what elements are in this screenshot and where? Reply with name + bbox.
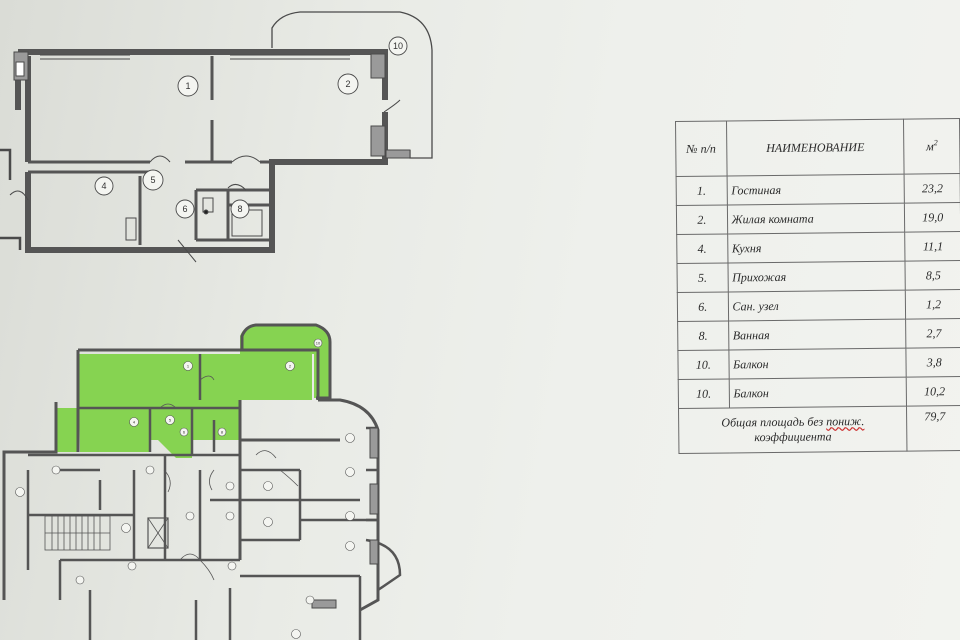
lower-label-6: 6 [183, 430, 186, 435]
outer-walls [15, 49, 388, 253]
row-number: 1. [676, 175, 727, 206]
wall-block [385, 149, 411, 159]
wall-block [369, 539, 379, 565]
row-number: 2. [676, 204, 728, 235]
row-area: 1,2 [905, 289, 960, 320]
lower-door-swings [159, 375, 299, 581]
elevator-shaft [147, 517, 169, 549]
room-markers [94, 36, 408, 219]
lower-interior-walls [26, 354, 378, 640]
row-name: Сан. узел [727, 290, 906, 321]
toilet-fixture [203, 209, 209, 215]
row-area: 10,2 [906, 376, 960, 407]
interior-walls [28, 56, 272, 245]
wall-block [369, 483, 379, 515]
table-total-row: Общая площадь без пониж.коэффициента 79,… [678, 405, 960, 454]
lower-label-8: 8 [221, 430, 224, 435]
row-name: Кухня [727, 232, 906, 263]
header-area-unit: м2 [903, 118, 960, 175]
table-row: 4. Кухня 11,1 [676, 231, 960, 264]
total-label-text-underlined: пониж. [826, 414, 865, 429]
row-number: 10. [677, 349, 729, 380]
apartment-plan-upper [0, 11, 433, 263]
row-name: Жилая комната [726, 203, 906, 234]
wall-block [370, 125, 386, 157]
row-area: 23,2 [904, 173, 960, 204]
window-marks [40, 54, 350, 60]
room-label-10: 10 [393, 41, 403, 51]
neighbor-wall [0, 148, 22, 250]
unit-base: м [926, 139, 934, 154]
lower-label-5: 5 [169, 418, 172, 423]
lower-label-1: 1 [187, 364, 190, 369]
row-number: 10. [678, 378, 730, 409]
apartment-highlight [56, 325, 330, 458]
wall-block [15, 61, 25, 77]
table-row: 2. Жилая комната 19,0 [676, 202, 960, 235]
total-label: Общая площадь без пониж.коэффициента [678, 406, 908, 454]
table-header-row: № п/п НАИМЕНОВАНИЕ м2 [675, 118, 960, 177]
header-name: НАИМЕНОВАНИЕ [726, 119, 905, 176]
row-name: Балкон [728, 377, 907, 408]
sink-fixture [125, 217, 137, 241]
lower-label-2: 2 [289, 364, 292, 369]
table-row: 5. Прихожая 8,5 [676, 260, 960, 293]
table-row: 10. Балкон 3,8 [677, 347, 960, 380]
room-label-1: 1 [185, 81, 190, 91]
row-number: 4. [676, 233, 728, 264]
wall-block [369, 427, 379, 459]
lower-room-markers [15, 338, 355, 639]
floor-plan-lower [2, 323, 402, 640]
wall-block [311, 599, 337, 609]
row-area: 3,8 [906, 347, 960, 378]
stair-well [44, 515, 111, 551]
lower-label-4: 4 [133, 420, 136, 425]
table-row: 10. Балкон 10,2 [678, 376, 960, 409]
wall-block [370, 53, 386, 79]
row-name: Прихожая [727, 261, 906, 292]
room-area-table: № п/п НАИМЕНОВАНИЕ м2 1. Гостиная 23,2 2… [675, 118, 960, 454]
row-name: Балкон [728, 348, 907, 379]
unit-exponent: 2 [933, 138, 938, 148]
elevator-shaft [147, 517, 169, 549]
upper-room-labels: 1 2 4 5 6 8 10 [101, 41, 403, 214]
header-number: № п/п [675, 120, 727, 177]
table-row: 6. Сан. узел 1,2 [677, 289, 960, 322]
row-area: 11,1 [905, 231, 960, 262]
room-label-2: 2 [345, 79, 350, 89]
lower-label-10: 10 [316, 341, 321, 346]
total-label-text-line2: коэффициента [754, 429, 832, 445]
lower-room-labels: 1 2 4 5 6 8 10 [133, 341, 321, 435]
total-label-text: Общая площадь без [721, 414, 827, 430]
row-area: 2,7 [905, 318, 960, 349]
row-name: Ванная [728, 319, 907, 350]
total-area: 79,7 [906, 405, 960, 452]
row-area: 19,0 [904, 202, 960, 233]
table-row: 1. Гостиная 23,2 [676, 173, 960, 206]
row-name: Гостиная [726, 174, 905, 205]
room-label-4: 4 [101, 181, 106, 191]
row-number: 6. [677, 291, 729, 322]
room-label-6: 6 [182, 204, 187, 214]
row-number: 8. [677, 320, 729, 351]
table-row: 8. Ванная 2,7 [677, 318, 960, 351]
toilet-fixture [202, 197, 214, 213]
lower-outer-walls [2, 323, 380, 612]
row-area: 8,5 [905, 260, 960, 291]
room-label-5: 5 [150, 175, 155, 185]
row-number: 5. [676, 262, 728, 293]
room-label-8: 8 [237, 204, 242, 214]
door-swings [9, 99, 401, 263]
balcony-outline [271, 11, 433, 159]
